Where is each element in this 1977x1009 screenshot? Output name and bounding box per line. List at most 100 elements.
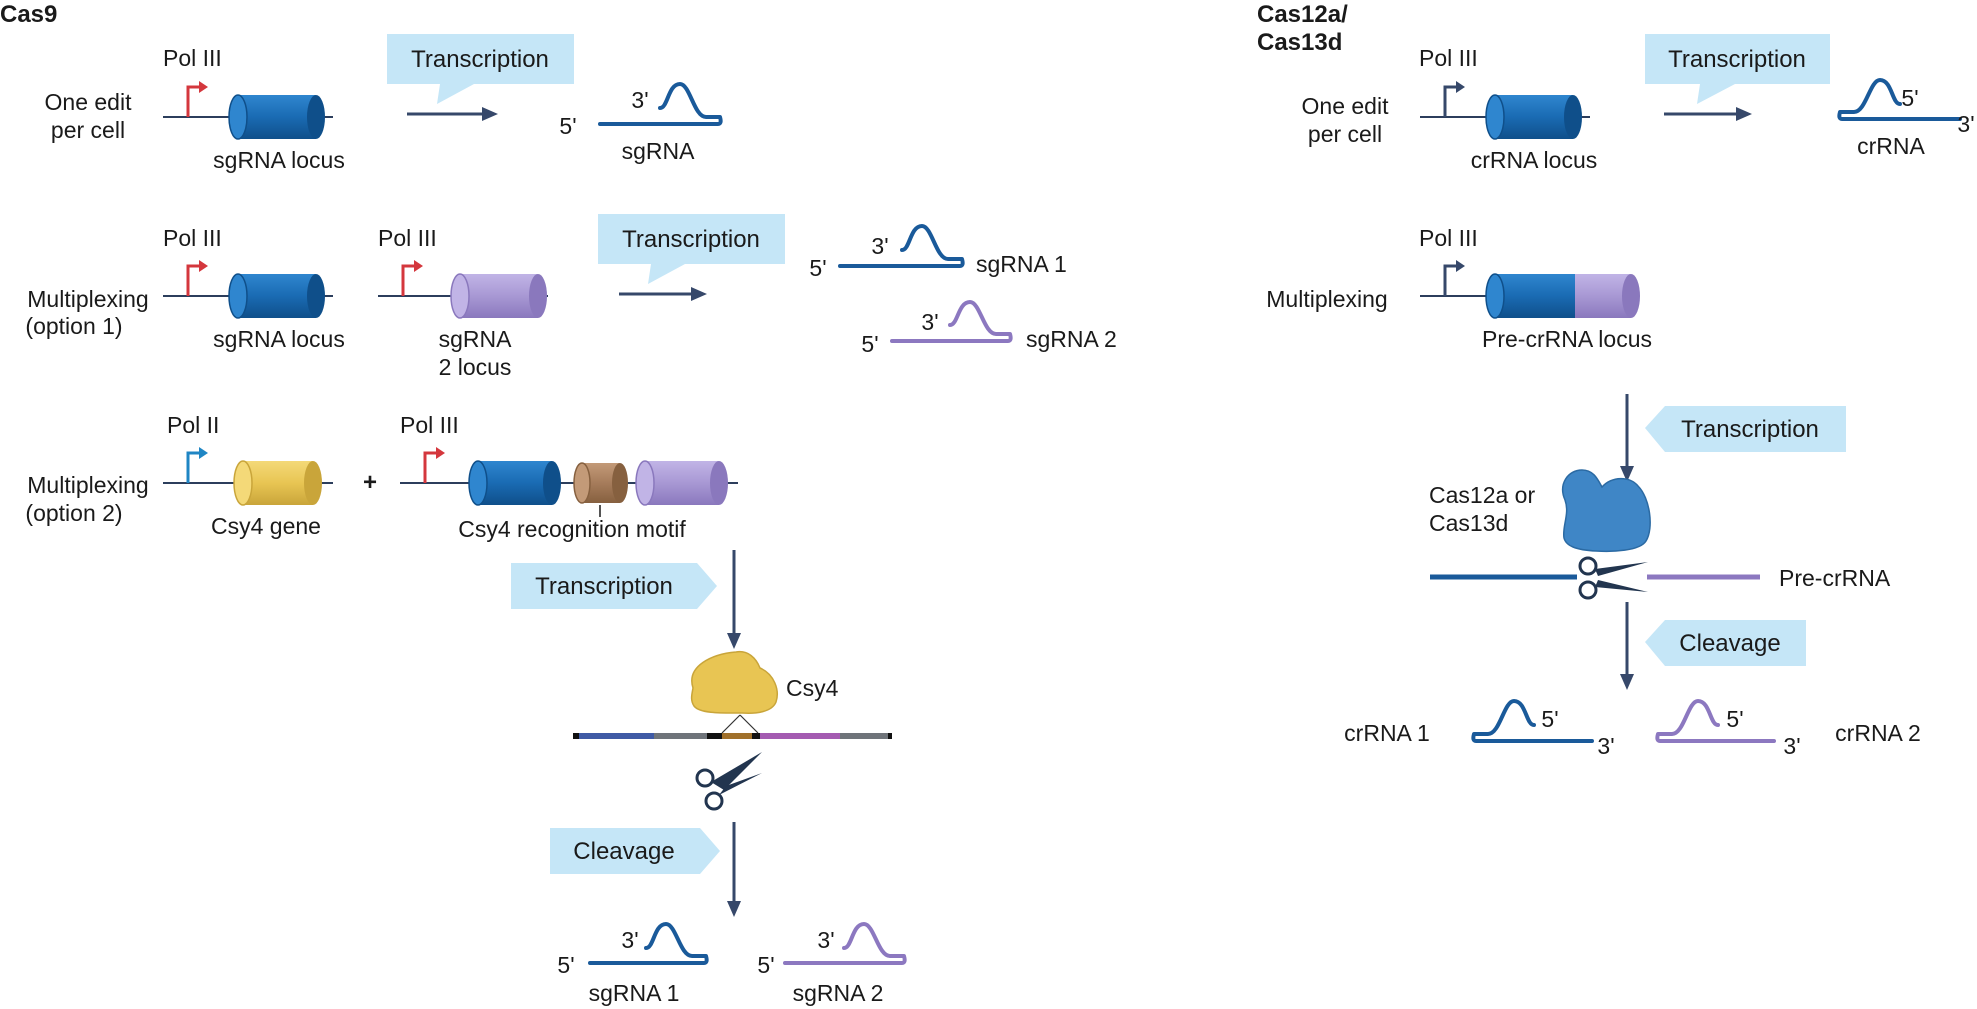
svg-text:Cleavage: Cleavage bbox=[1679, 630, 1780, 657]
svg-text:5': 5' bbox=[809, 255, 826, 281]
transcription-callout: Transcription bbox=[511, 563, 717, 609]
promoter-arrow-icon bbox=[423, 447, 445, 483]
locus-label: crRNA locus bbox=[1471, 147, 1598, 173]
svg-text:5': 5' bbox=[1541, 706, 1558, 732]
svg-text:Transcription: Transcription bbox=[411, 46, 549, 73]
promoter-label: Pol III bbox=[1419, 225, 1478, 251]
cas12-enzyme-icon bbox=[1561, 469, 1651, 553]
promoter-label: Pol III bbox=[1419, 45, 1478, 71]
csy4-motif-cylinder bbox=[573, 462, 628, 504]
svg-text:Transcription: Transcription bbox=[622, 226, 760, 253]
locus-label: Csy4 gene bbox=[211, 513, 321, 539]
svg-text:3': 3' bbox=[921, 309, 938, 335]
row-label: Multiplexing bbox=[27, 286, 148, 312]
transcription-callout: Transcription bbox=[598, 214, 785, 284]
promoter-arrow-icon bbox=[186, 447, 208, 483]
enzyme-label: Cas12a or bbox=[1429, 482, 1535, 508]
cas9-row3: Multiplexing (option 2) Pol II Csy4 gene… bbox=[25, 412, 907, 1006]
process-arrow-icon bbox=[727, 550, 741, 649]
row-label: One edit bbox=[45, 89, 133, 115]
cas9-heading: Cas9 bbox=[0, 1, 57, 28]
process-arrow-icon bbox=[1620, 602, 1634, 690]
svg-text:Cleavage: Cleavage bbox=[573, 838, 674, 865]
transcription-callout: Transcription bbox=[387, 34, 574, 104]
svg-text:5': 5' bbox=[757, 952, 774, 978]
row-label: (option 1) bbox=[25, 313, 122, 339]
svg-text:Transcription: Transcription bbox=[535, 573, 673, 600]
svg-text:3': 3' bbox=[817, 927, 834, 953]
crrna-cylinder bbox=[1485, 94, 1582, 140]
cleavage-callout: Cleavage bbox=[550, 828, 720, 874]
promoter-arrow-icon bbox=[1443, 260, 1465, 296]
process-arrow-icon bbox=[407, 107, 498, 121]
svg-text:Transcription: Transcription bbox=[1668, 46, 1806, 73]
promoter-arrow-icon bbox=[186, 260, 208, 296]
enzyme-label: Cas13d bbox=[1429, 510, 1508, 536]
cas12-heading: Cas12a/ bbox=[1257, 1, 1348, 28]
svg-text:crRNA 1: crRNA 1 bbox=[1344, 720, 1430, 746]
svg-text:3': 3' bbox=[1957, 111, 1974, 137]
sgrna2-cylinder bbox=[635, 460, 728, 506]
crrna1-product: crRNA 1 5' 3' bbox=[1344, 699, 1615, 759]
process-arrow-icon bbox=[727, 822, 741, 917]
sgrna2-cylinder bbox=[450, 273, 547, 319]
svg-text:3': 3' bbox=[1783, 733, 1800, 759]
svg-text:sgRNA 1: sgRNA 1 bbox=[976, 251, 1067, 277]
cas9-row1: One edit per cell Pol III sgRNA locus Tr… bbox=[45, 34, 723, 173]
row-label: (option 2) bbox=[25, 500, 122, 526]
precursor-label: Pre-crRNA bbox=[1779, 565, 1891, 591]
svg-text:sgRNA 2: sgRNA 2 bbox=[1026, 326, 1117, 352]
svg-text:crRNA: crRNA bbox=[1857, 133, 1925, 159]
cas12-row1: One edit per cell Pol III crRNA locus Tr… bbox=[1302, 34, 1975, 173]
svg-text:3': 3' bbox=[871, 233, 888, 259]
svg-text:Transcription: Transcription bbox=[1681, 416, 1819, 443]
svg-text:crRNA 2: crRNA 2 bbox=[1835, 720, 1921, 746]
process-arrow-icon bbox=[1620, 394, 1634, 482]
svg-text:sgRNA: sgRNA bbox=[622, 138, 696, 164]
row-label: Multiplexing bbox=[27, 472, 148, 498]
sgrna1-product: 5' 3' sgRNA 1 bbox=[557, 922, 709, 1006]
svg-text:sgRNA 1: sgRNA 1 bbox=[589, 980, 680, 1006]
promoter-label: Pol III bbox=[400, 412, 459, 438]
svg-text:3': 3' bbox=[1597, 733, 1614, 759]
crrna-product: 5' 3' crRNA bbox=[1837, 78, 1975, 159]
plus-sign: + bbox=[363, 469, 377, 496]
promoter-arrow-icon bbox=[186, 81, 208, 117]
transcription-callout: Transcription bbox=[1645, 406, 1846, 452]
transcription-callout: Transcription bbox=[1645, 34, 1830, 104]
process-arrow-icon bbox=[1664, 107, 1752, 121]
transcript-strand bbox=[573, 714, 892, 739]
process-arrow-icon bbox=[619, 287, 707, 301]
scissors-icon bbox=[1578, 556, 1648, 600]
cas12-heading: Cas13d bbox=[1257, 29, 1342, 56]
enzyme-label: Csy4 bbox=[786, 675, 839, 701]
csy4-enzyme-icon bbox=[690, 650, 778, 714]
sgrna2-product: 5' 3' sgRNA 2 bbox=[757, 922, 907, 1006]
sgrna-cylinder bbox=[468, 460, 561, 506]
row-label: per cell bbox=[1308, 121, 1382, 147]
promoter-arrow-icon bbox=[401, 260, 423, 296]
row-label: One edit bbox=[1302, 93, 1390, 119]
sgrna1-product: 5' 3' sgRNA 1 bbox=[809, 224, 1067, 281]
svg-text:3': 3' bbox=[631, 87, 648, 113]
svg-text:5': 5' bbox=[1726, 706, 1743, 732]
locus-label: sgRNA locus bbox=[213, 326, 345, 352]
locus-label: sgRNA bbox=[439, 326, 513, 352]
promoter-label: Pol III bbox=[163, 45, 222, 71]
cleavage-callout: Cleavage bbox=[1645, 620, 1806, 666]
sgrna2-product: 5' 3' sgRNA 2 bbox=[861, 300, 1117, 357]
svg-text:5': 5' bbox=[861, 331, 878, 357]
svg-text:3': 3' bbox=[621, 927, 638, 953]
sgrna-cylinder bbox=[228, 273, 325, 319]
promoter-arrow-icon bbox=[1443, 81, 1465, 117]
locus-label: 2 locus bbox=[439, 354, 512, 380]
svg-text:5': 5' bbox=[1901, 85, 1918, 111]
sgrna-product: 5' 3' sgRNA bbox=[559, 82, 723, 164]
svg-text:5': 5' bbox=[557, 952, 574, 978]
locus-label: sgRNA locus bbox=[213, 147, 345, 173]
motif-label: Csy4 recognition motif bbox=[458, 516, 686, 542]
promoter-label: Pol III bbox=[163, 225, 222, 251]
csy4-gene-cylinder bbox=[233, 460, 322, 506]
crrna2-product: 5' 3' crRNA 2 bbox=[1655, 699, 1921, 759]
